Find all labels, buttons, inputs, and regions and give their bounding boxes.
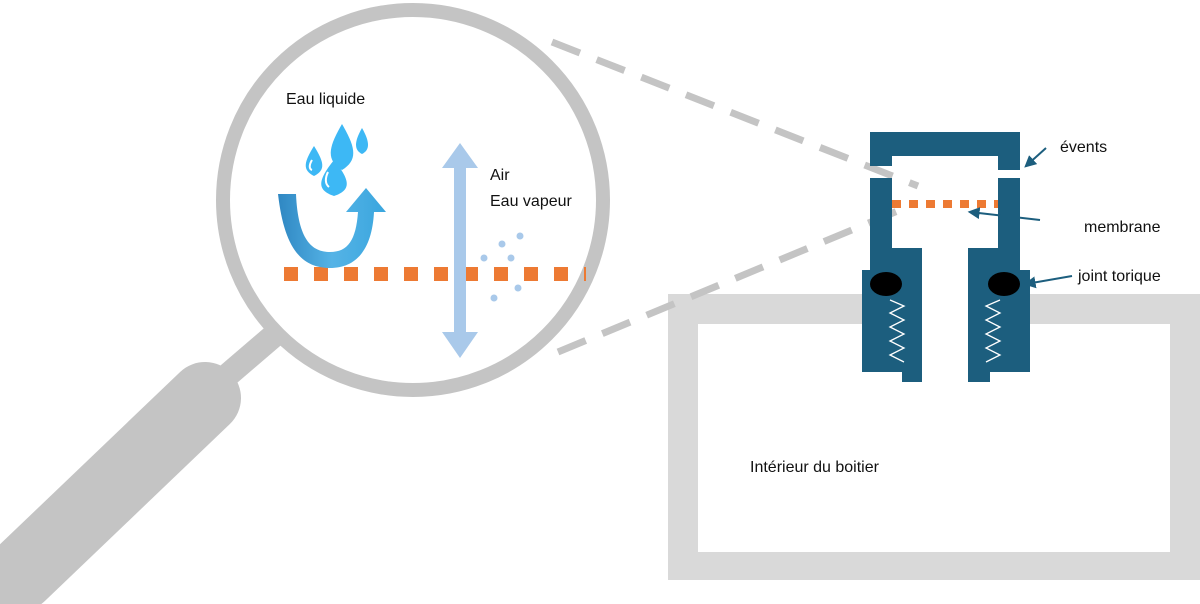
water-droplets-icon [305,124,368,196]
housing-walls [668,294,1200,580]
oring-left [870,272,902,296]
label-membrane: membrane [1084,219,1161,236]
magnifier-grip [0,362,241,604]
bounce-arrow-icon [278,188,386,268]
vapour-dots [480,232,524,302]
housing [668,294,1200,580]
label-air: Air [490,167,510,184]
lens-content [278,124,586,358]
magnifier-neck [214,322,286,390]
double-arrow-icon [442,143,478,358]
oring-right [988,272,1020,296]
vent-left-stem [862,248,922,382]
label-water-vapour: Eau vapeur [490,193,573,210]
magnifier-handle [0,322,286,604]
zoom-line-bottom [556,206,902,356]
oring-arrow [1023,275,1073,289]
thread-right [984,299,1002,363]
vent-right-stem [968,248,1030,382]
membrane-arrow [967,207,1041,221]
vents-arrow [1024,147,1047,168]
thread-left [888,299,906,363]
zoom-line-top [550,38,920,190]
vent-right-wall [998,178,1020,248]
vent-cap-top [870,132,1020,170]
label-liquid-water: Eau liquide [286,91,365,108]
vent-left-wall [870,178,892,248]
magnifier-lens [216,3,610,397]
label-vents: évents [1060,139,1107,156]
zoom-lines [550,38,920,356]
vent-cap [862,132,1030,382]
label-oring: joint torique [1077,268,1161,285]
label-housing-interior: Intérieur du boitier [750,459,880,476]
